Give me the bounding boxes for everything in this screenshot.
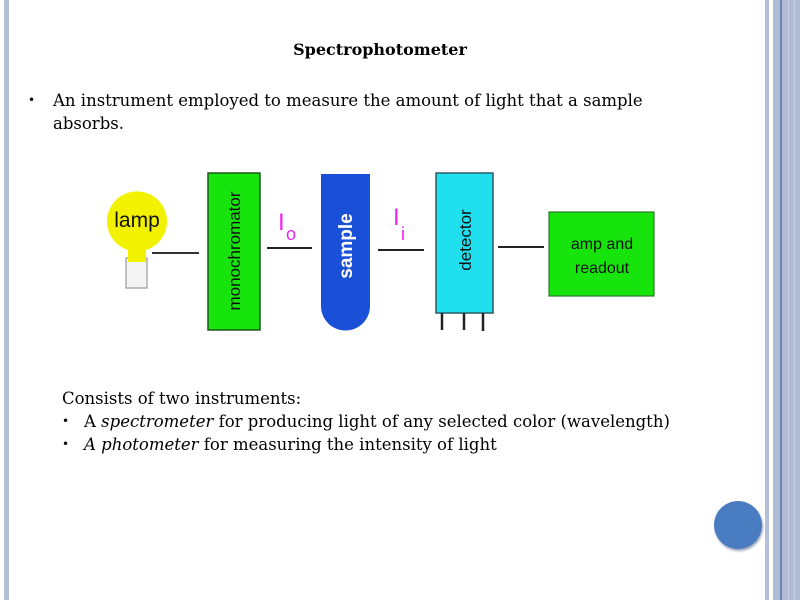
monochromator-block: monochromator — [207, 172, 261, 331]
monochromator-box — [207, 172, 261, 331]
bullet-text-line: absorbs. — [53, 114, 124, 133]
sub-bullet-emphasis: spectrometer — [101, 412, 214, 431]
bullet-icon: • — [28, 93, 36, 107]
instruments-heading: Consists of two instruments: — [62, 389, 302, 408]
lamp-base — [125, 257, 148, 289]
bullet-text: An instrument employed to measure the am… — [53, 89, 643, 135]
sample-tube-shape — [321, 174, 370, 331]
sub-bullet-rest: for producing light of any selected colo… — [213, 412, 670, 431]
sub-bullet-item: • A spectrometer for producing light of … — [62, 410, 752, 433]
lamp-icon: lamp — [107, 191, 167, 289]
incident-intensity-label: I — [278, 209, 285, 236]
bullet-item: • An instrument employed to measure the … — [28, 89, 728, 135]
sub-bullet-prefix: A — [84, 412, 102, 431]
spectrophotometer-diagram: lamp monochromator I o sample I i detect… — [107, 172, 655, 331]
detector-box — [435, 172, 494, 314]
slide-right-line — [788, 0, 789, 600]
bullet-icon: • — [62, 437, 70, 451]
slide-right-band — [773, 0, 800, 600]
sub-bullet-text: A photometer for measuring the intensity… — [84, 433, 497, 456]
bullet-list: • An instrument employed to measure the … — [28, 89, 728, 135]
lamp-bulb — [107, 191, 167, 262]
slide-left-border — [4, 0, 9, 600]
amp-readout-block: amp and readout — [548, 211, 655, 297]
instruments-section: Consists of two instruments: • A spectro… — [62, 387, 752, 456]
transmitted-intensity-subscript: i — [401, 224, 405, 244]
lamp-label: lamp — [114, 209, 160, 232]
slide-right-line — [794, 0, 795, 600]
slide-right-line — [780, 0, 782, 600]
detector-block: detector — [435, 172, 494, 331]
bullet-text-line: An instrument employed to measure the am… — [53, 91, 643, 110]
slide-right-stripe — [765, 0, 769, 600]
detector-label: detector — [456, 209, 475, 271]
sample-tube: sample — [321, 174, 370, 331]
sub-bullet-rest: for measuring the intensity of light — [198, 435, 497, 454]
amp-readout-box — [548, 211, 655, 297]
transmitted-intensity-label: I — [393, 204, 400, 231]
incident-intensity-subscript: o — [286, 224, 296, 244]
monochromator-label: monochromator — [225, 191, 244, 310]
sample-label: sample — [336, 213, 357, 278]
sub-bullet-text: A spectrometer for producing light of an… — [84, 410, 670, 433]
sub-bullet-item: • A photometer for measuring the intensi… — [62, 433, 752, 456]
bullet-icon: • — [62, 414, 70, 428]
sub-bullet-emphasis: A photometer — [84, 435, 199, 454]
slide-title: Spectrophotometer — [293, 40, 467, 59]
circle-nav-icon[interactable] — [714, 501, 762, 549]
amp-readout-label-line2: readout — [575, 260, 630, 277]
amp-readout-label-line1: amp and — [571, 236, 633, 253]
